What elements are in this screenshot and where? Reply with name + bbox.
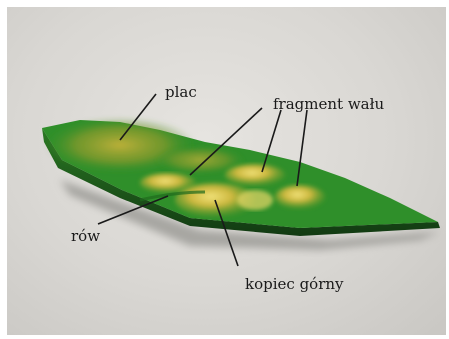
label-fragment-walu: fragment wału (273, 97, 384, 112)
rampart-fragment-2 (225, 164, 285, 186)
terrain-model-drawing (7, 7, 446, 335)
label-kopiec-gorny: kopiec górny (245, 277, 344, 292)
terrain-photo: plac fragment wału rów kopiec górny (7, 7, 446, 335)
label-plac: plac (165, 85, 197, 100)
rampart-fragment-3 (275, 185, 325, 209)
label-row: rów (71, 229, 100, 244)
